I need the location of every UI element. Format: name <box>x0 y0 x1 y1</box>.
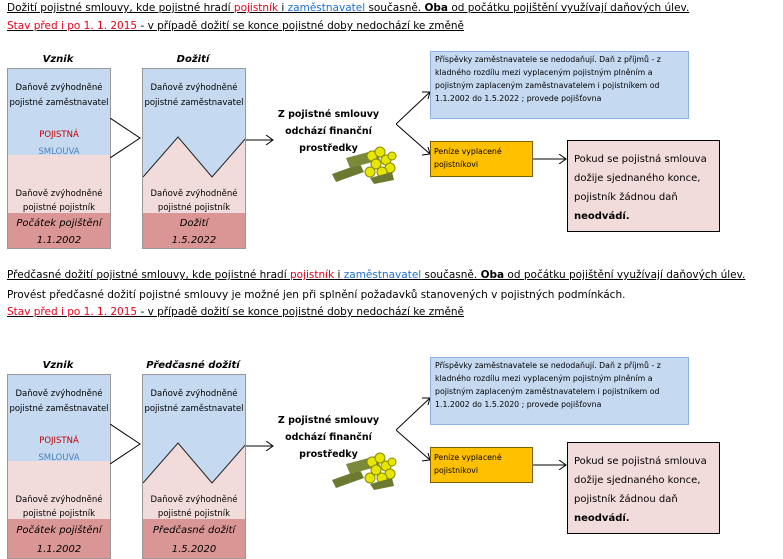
arrow-payout-pink <box>533 460 567 470</box>
col2-bottom: Dožití 1.5.2022 <box>171 218 217 246</box>
money-bundle-icon <box>332 146 397 184</box>
arrow-col2-middle <box>246 135 274 145</box>
col1-vznik: Daňově zvýhodněné pojistné zaměstnavatel… <box>7 374 111 559</box>
no-tax-box: Pokud se pojistná smlouva dožije sjednan… <box>567 140 720 232</box>
section2-title: Předčasné dožití pojistné smlouvy, kde p… <box>7 269 746 281</box>
col2-heading: Předčasné dožití <box>146 360 240 371</box>
col2-heading: Dožití <box>176 54 210 65</box>
no-tax-box: Pokud se pojistná smlouva dožije sjednan… <box>567 442 720 534</box>
section1-diagram: Vznik Daňově zvýhodněné pojistné zaměstn… <box>0 50 783 250</box>
col2-top-text: Daňově zvýhodněné pojistné zaměstnavatel <box>144 389 244 414</box>
col1-heading: Vznik <box>42 54 74 65</box>
section1-status: Stav před i po 1. 1. 2015 - v případě do… <box>7 20 465 32</box>
col1-heading: Vznik <box>42 360 74 371</box>
col2-top-text: Daňově zvýhodněné pojistné zaměstnavatel <box>144 83 244 108</box>
zigzag-shape <box>143 69 245 178</box>
col1-lower-text: Daňově zvýhodněné pojistné pojistník <box>15 189 103 213</box>
col1-mid-label: POJISTNÁ SMLOUVA <box>38 130 80 157</box>
col1-top-text: Daňově zvýhodněné pojistné zaměstnavatel <box>9 389 109 414</box>
arrow-payout-pink <box>533 154 567 164</box>
money-bundle-icon <box>332 452 397 490</box>
section1-title: Dožití pojistné smlouvy, kde pojistné hr… <box>7 2 690 14</box>
middle-text: Z pojistné smlouvy odchází finanční pros… <box>277 109 380 154</box>
payout-box: Peníze vyplacené pojistníkovi <box>430 141 533 177</box>
arrow-col1-col2 <box>110 118 141 158</box>
tax-info-box: Příspěvky zaměstnavatele se nedodaňují. … <box>430 51 689 119</box>
col2-lower-text: Daňově zvýhodněné pojistné pojistník <box>150 189 238 213</box>
col1-bottom: Počátek pojištění 1.1.2002 <box>16 525 102 555</box>
col2-bottom: Předčasné dožití 1.5.2020 <box>152 525 236 555</box>
section2-note: Provést předčasné dožití pojistné smlouv… <box>7 289 626 301</box>
arrow-col1-col2 <box>110 424 141 464</box>
col1-bottom: Počátek pojištění 1.1.2002 <box>16 218 102 246</box>
col1-top-text: Daňově zvýhodněné pojistné zaměstnavatel <box>9 83 109 108</box>
middle-text: Z pojistné smlouvy odchází finanční pros… <box>277 415 380 460</box>
tax-info-box: Příspěvky zaměstnavatele se nedodaňují. … <box>430 357 689 425</box>
col1-vznik: Daňově zvýhodněné pojistné zaměstnavatel… <box>7 68 111 249</box>
col1-lower-text: Daňově zvýhodněné pojistné pojistník <box>15 495 103 519</box>
col2-predcasne-doziti: Daňově zvýhodněné pojistné zaměstnavatel… <box>142 374 246 559</box>
section2-status: Stav před i po 1. 1. 2015 - v případě do… <box>7 306 465 318</box>
col1-mid-label: POJISTNÁ SMLOUVA <box>38 436 80 463</box>
payout-box: Peníze vyplacené pojistníkovi <box>430 447 533 483</box>
zigzag-shape <box>143 375 245 484</box>
col2-doziti: Daňově zvýhodněné pojistné zaměstnavatel… <box>142 68 246 249</box>
col2-lower-text: Daňově zvýhodněné pojistné pojistník <box>150 495 238 519</box>
section2-diagram: Vznik Daňově zvýhodněné pojistné zaměstn… <box>0 356 783 559</box>
arrow-col2-middle <box>246 441 274 451</box>
